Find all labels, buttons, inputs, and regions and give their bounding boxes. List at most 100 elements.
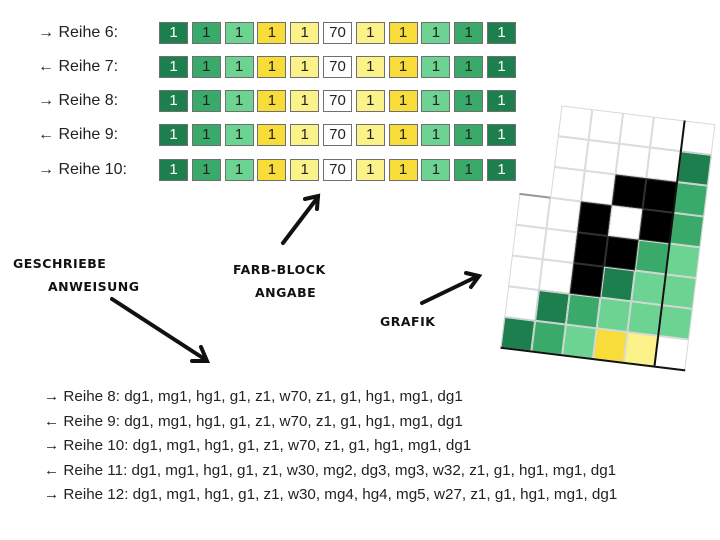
- block-cell-dg: 1: [159, 90, 188, 112]
- block-cell-z: 1: [290, 22, 320, 44]
- block-cell-dg: 1: [159, 124, 188, 146]
- graphic-cell-dg: [500, 316, 536, 352]
- annotation-written-line1: GESCHRIEBE: [13, 256, 107, 271]
- block-cell-mg: 1: [454, 22, 484, 44]
- graphic-cell-w: [542, 228, 578, 263]
- block-cell-g: 1: [257, 90, 287, 112]
- graphic-cell-w: [588, 109, 624, 144]
- graphic-cell-dg: [677, 151, 712, 186]
- block-row-label: → Reihe 8:: [38, 92, 119, 109]
- block-cell-mg: 1: [454, 159, 484, 181]
- instruction-line: → Reihe 8: dg1, mg1, hg1, g1, z1, w70, z…: [44, 388, 463, 405]
- block-cell-g: 1: [257, 124, 287, 146]
- graphic-cell-mg: [673, 182, 708, 217]
- graphic-cell-mg: [669, 212, 705, 248]
- instruction-line: → Reihe 10: dg1, mg1, hg1, g1, z1, w70, …: [44, 437, 472, 454]
- block-cell-z: 1: [355, 159, 385, 181]
- block-cell-hg: 1: [421, 159, 451, 181]
- block-cell-hg: 1: [224, 124, 254, 146]
- block-cell-dg: 1: [159, 56, 188, 78]
- block-cell-hg: 1: [224, 90, 254, 112]
- annotation-graphic: GRAFIK: [380, 314, 436, 329]
- graphic-cell-hg: [661, 274, 697, 309]
- graphic-cell-mg: [531, 320, 566, 356]
- graphic-cell-g: [592, 328, 628, 363]
- graphic-cell-w: [504, 286, 539, 321]
- graphic-cell-hg: [596, 297, 632, 333]
- block-cell-z: 1: [355, 56, 385, 78]
- graphic-cell-hg: [562, 324, 597, 360]
- block-cell-dg: 1: [487, 22, 516, 44]
- graphic-cell-k: [604, 236, 639, 271]
- block-cell-g: 1: [388, 56, 418, 78]
- block-cell-mg: 1: [454, 124, 484, 146]
- graphic-cell-w: [584, 139, 620, 175]
- block-cell-g: 1: [257, 159, 287, 181]
- block-row-label: → Reihe 6:: [38, 24, 119, 41]
- block-cell-dg: 1: [487, 124, 516, 146]
- graphic-cell-mg: [565, 293, 601, 329]
- block-cell-mg: 1: [191, 159, 221, 181]
- block-cell-g: 1: [388, 22, 418, 44]
- block-cell-hg: 1: [224, 56, 254, 78]
- annotation-written-line2: ANWEISUNG: [48, 279, 140, 294]
- block-cell-mg: 1: [454, 90, 484, 112]
- annotation-block-line2: ANGABE: [255, 285, 317, 300]
- graphic-cell-w: [554, 136, 589, 171]
- block-cell-dg: 1: [487, 90, 516, 112]
- block-cell-z: 1: [355, 124, 385, 146]
- graphic-cell-w: [546, 197, 582, 233]
- pattern-graphic: [500, 102, 716, 372]
- block-cell-z: 1: [355, 22, 385, 44]
- block-cell-mg: 1: [191, 124, 221, 146]
- block-cell-z: 1: [290, 124, 320, 146]
- block-cell-w: 70: [323, 90, 352, 112]
- graphic-cell-w: [508, 255, 543, 290]
- arrow-to-block: [281, 193, 321, 245]
- block-cell-hg: 1: [224, 159, 254, 181]
- annotation-block-line1: FARB-BLOCK: [233, 262, 326, 277]
- block-cell-z: 1: [290, 159, 320, 181]
- graphic-cell-k: [573, 232, 608, 267]
- block-cell-g: 1: [388, 159, 418, 181]
- block-cell-hg: 1: [421, 22, 451, 44]
- block-row-label: → Reihe 10:: [38, 161, 127, 178]
- instruction-line: ← Reihe 11: dg1, mg1, hg1, g1, z1, w30, …: [44, 461, 617, 479]
- graphic-cell-k: [577, 201, 612, 236]
- block-cell-z: 1: [290, 90, 320, 112]
- graphic-cell-w: [511, 224, 547, 260]
- block-cell-z: 1: [355, 90, 385, 112]
- block-cell-dg: 1: [487, 56, 516, 78]
- graphic-cell-dg: [535, 289, 570, 325]
- graphic-cell-w: [615, 143, 651, 179]
- block-cell-dg: 1: [159, 159, 188, 181]
- instruction-line: → Reihe 12: dg1, mg1, hg1, g1, z1, w30, …: [44, 486, 618, 503]
- block-cell-w: 70: [323, 22, 352, 44]
- graphic-cell-w: [557, 105, 593, 140]
- block-cell-dg: 1: [159, 22, 188, 44]
- graphic-cell-k: [611, 174, 647, 210]
- graphic-cell-hg: [658, 305, 693, 340]
- graphic-cell-w: [515, 193, 551, 229]
- block-cell-mg: 1: [191, 56, 221, 78]
- instruction-line: ← Reihe 9: dg1, mg1, hg1, g1, z1, w70, z…: [44, 412, 463, 430]
- block-cell-w: 70: [323, 56, 352, 78]
- block-cell-g: 1: [257, 22, 287, 44]
- block-cell-w: 70: [323, 124, 352, 146]
- block-cell-mg: 1: [454, 56, 484, 78]
- graphic-cell-w: [550, 166, 585, 202]
- arrow-to-graphic: [420, 271, 483, 305]
- graphic-cell-w: [538, 259, 574, 294]
- graphic-cell-k: [569, 262, 605, 298]
- graphic-cell-w: [608, 205, 643, 240]
- block-cell-hg: 1: [224, 22, 254, 44]
- graphic-cell-w: [581, 170, 616, 206]
- block-cell-w: 70: [323, 159, 352, 181]
- graphic-cell-w: [619, 112, 654, 148]
- block-cell-hg: 1: [421, 56, 451, 78]
- block-cell-z: 1: [290, 56, 320, 78]
- block-cell-g: 1: [257, 56, 287, 78]
- block-row-label: ← Reihe 9:: [38, 126, 119, 143]
- block-row-label: ← Reihe 7:: [38, 58, 119, 75]
